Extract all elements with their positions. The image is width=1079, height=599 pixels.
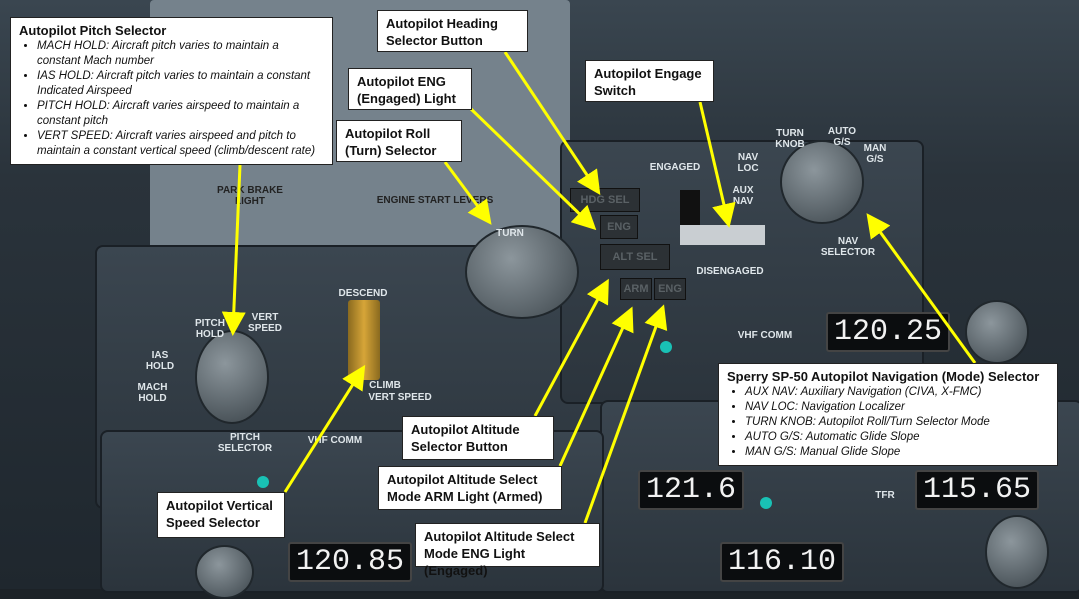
mach-hold-label: MACH HOLD	[137, 382, 168, 404]
arrow-roll	[443, 161, 492, 225]
disengaged-label: DISENGAGED	[696, 266, 764, 277]
arrow-heading	[503, 51, 601, 195]
nav-loc-label: NAV LOC	[737, 152, 759, 174]
callout-title: Autopilot Heading Selector Button	[386, 16, 498, 48]
vert-speed-pos-label: VERT SPEED	[248, 312, 282, 334]
alt-eng-light: ENG	[654, 278, 686, 300]
callout-title: Autopilot Pitch Selector	[19, 23, 167, 38]
park-brake-label: PARK BRAKE LIGHT	[217, 185, 283, 207]
vhf-comm-label: VHF COMM	[307, 435, 363, 446]
engine-start-label: ENGINE START LEVERS	[376, 195, 494, 206]
callout-title: Autopilot Roll (Turn) Selector	[345, 126, 437, 158]
frequency-display: 115.65	[915, 470, 1040, 510]
arrow-vert-speed	[283, 364, 366, 493]
indicator-light	[257, 476, 269, 488]
callout-item: TURN KNOB: Autopilot Roll/Turn Selector …	[745, 415, 1049, 430]
pitch-selector-knob[interactable]	[195, 330, 269, 424]
callout-vert-speed: Autopilot Vertical Speed Selector	[157, 492, 285, 538]
arrow-alt-eng	[583, 304, 668, 524]
callout-title: Autopilot Vertical Speed Selector	[166, 498, 273, 530]
callout-item: VERT SPEED: Aircraft varies airspeed and…	[37, 129, 324, 159]
nav-selector-label: NAV SELECTOR	[820, 236, 876, 258]
frequency-display: 120.85	[288, 542, 413, 582]
callout-item: MACH HOLD: Aircraft pitch varies to main…	[37, 39, 324, 69]
engage-switch[interactable]	[680, 225, 765, 245]
vert-speed-label: VERT SPEED	[368, 392, 432, 403]
frequency-display: 120.25	[826, 312, 951, 352]
aux-nav-label: AUX NAV	[732, 185, 754, 207]
arrow-alt-arm	[558, 306, 634, 467]
callout-item: AUTO G/S: Automatic Glide Slope	[745, 430, 1049, 445]
nav-selector-knob[interactable]	[780, 140, 864, 224]
callout-alt-sel: Autopilot Altitude Selector Button	[402, 416, 554, 460]
callout-alt-arm: Autopilot Altitude Select Mode ARM Light…	[378, 466, 562, 510]
arrow-eng-light	[468, 106, 597, 231]
auto-gs-label: AUTO G/S	[827, 126, 857, 148]
turn-label: TURN	[496, 228, 524, 239]
climb-label: CLIMB	[369, 380, 401, 391]
pitch-selector-label: PITCH SELECTOR	[217, 432, 273, 454]
roll-turn-knob[interactable]	[465, 225, 579, 319]
arrow-alt-sel	[533, 278, 609, 417]
arrow-nav	[866, 213, 977, 364]
arrow-pitch	[221, 164, 246, 336]
eng-light: ENG	[600, 215, 638, 239]
callout-title: Autopilot Engage Switch	[594, 66, 702, 98]
callout-item: MAN G/S: Manual Glide Slope	[745, 445, 1049, 460]
pitch-hold-label: PITCH HOLD	[195, 318, 225, 340]
frequency-display: 121.6	[638, 470, 745, 510]
engaged-label: ENGAGED	[649, 162, 701, 173]
turn-knob-label: TURN KNOB	[775, 128, 805, 150]
callout-engage-switch: Autopilot Engage Switch	[585, 60, 714, 102]
callout-nav-selector: Sperry SP-50 Autopilot Navigation (Mode)…	[718, 363, 1058, 466]
callout-title: Autopilot Altitude Selector Button	[411, 422, 520, 454]
callout-item: NAV LOC: Navigation Localizer	[745, 400, 1049, 415]
callout-title: Autopilot Altitude Select Mode ARM Light…	[387, 472, 543, 504]
alt-arm-light: ARM	[620, 278, 652, 300]
callout-roll: Autopilot Roll (Turn) Selector	[336, 120, 462, 162]
vhf-comm-label: VHF COMM	[737, 330, 793, 341]
man-gs-label: MAN G/S	[863, 143, 887, 165]
arrow-engage	[698, 101, 736, 228]
callout-title: Autopilot Altitude Select Mode ENG Light…	[424, 529, 575, 578]
callout-title: Sperry SP-50 Autopilot Navigation (Mode)…	[727, 369, 1040, 384]
tfr-label: TFR	[875, 490, 895, 501]
descend-label: DESCEND	[338, 288, 388, 299]
indicator-light	[660, 341, 672, 353]
alt-sel-button[interactable]: ALT SEL	[600, 244, 670, 270]
callout-title: Autopilot ENG (Engaged) Light	[357, 74, 456, 106]
callout-pitch-selector: Autopilot Pitch Selector MACH HOLD: Airc…	[10, 17, 333, 165]
callout-item: IAS HOLD: Aircraft pitch varies to maint…	[37, 69, 324, 99]
callout-alt-eng: Autopilot Altitude Select Mode ENG Light…	[415, 523, 600, 578]
indicator-light	[760, 497, 772, 509]
ias-hold-label: IAS HOLD	[145, 350, 175, 372]
callout-item: AUX NAV: Auxiliary Navigation (CIVA, X-F…	[745, 385, 1049, 400]
callout-eng-light: Autopilot ENG (Engaged) Light	[348, 68, 472, 110]
callout-heading: Autopilot Heading Selector Button	[377, 10, 528, 52]
frequency-display: 116.10	[720, 542, 845, 582]
radio-knob[interactable]	[985, 515, 1049, 589]
callout-item: PITCH HOLD: Aircraft varies airspeed to …	[37, 99, 324, 129]
